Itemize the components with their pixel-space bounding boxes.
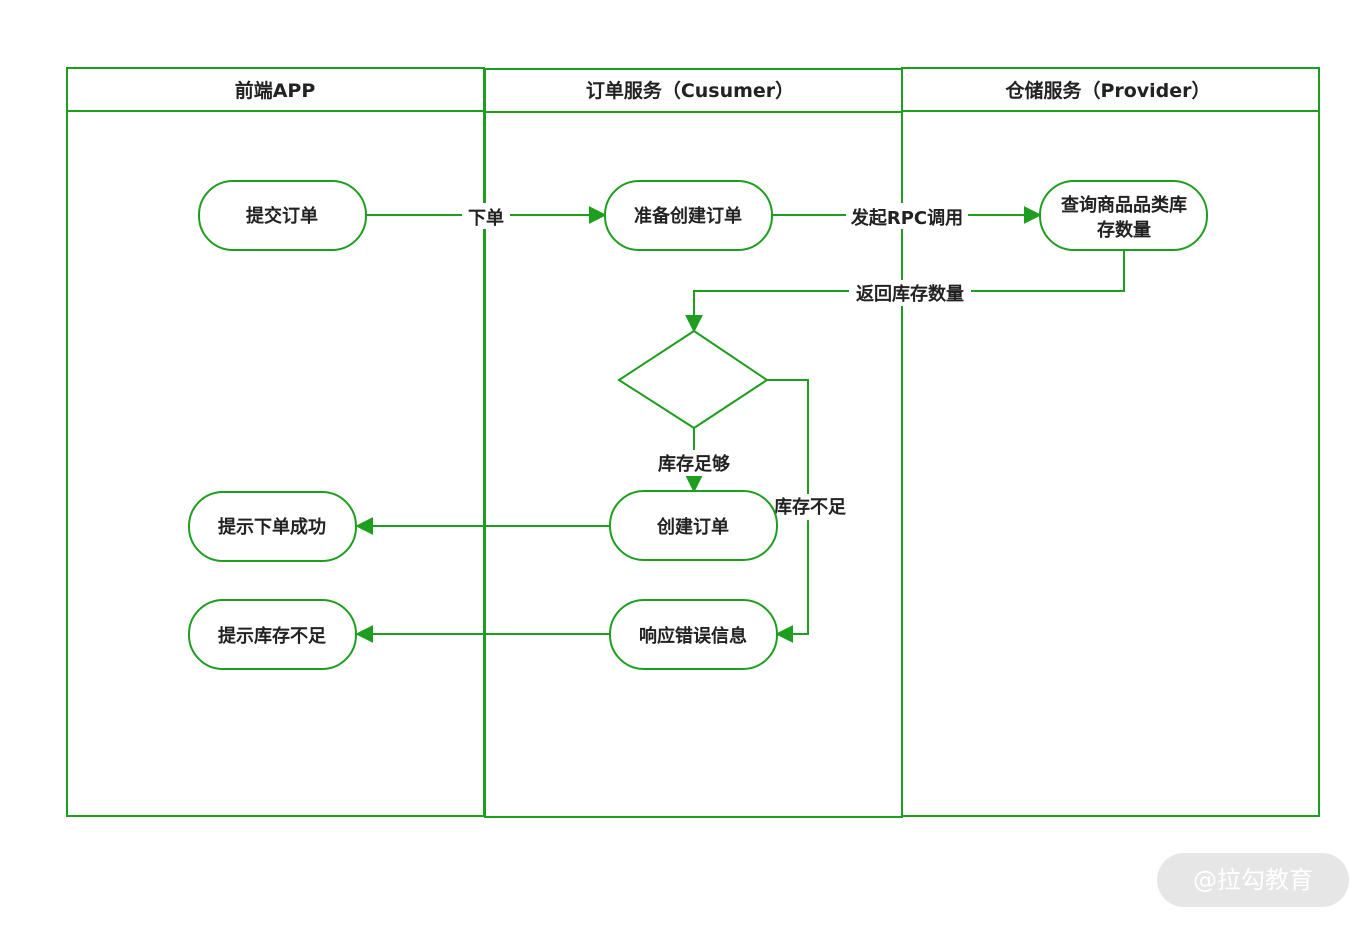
svg-text:提示下单成功: 提示下单成功 xyxy=(218,516,326,538)
svg-text:查询商品品类库: 查询商品品类库 xyxy=(1061,194,1187,216)
edge-label-stock-insufficient: 库存不足 xyxy=(774,496,846,518)
edge-label-stock-enough: 库存足够 xyxy=(658,453,730,475)
node-notify-insufficient: 提示库存不足 xyxy=(188,599,357,670)
node-submit-order: 提交订单 xyxy=(198,180,367,251)
lane-title-frontend-app: 前端APP xyxy=(235,79,316,102)
node-create-order: 创建订单 xyxy=(609,490,778,561)
svg-text:准备创建订单: 准备创建订单 xyxy=(634,205,742,227)
lane-title-order-service: 订单服务（Cusumer） xyxy=(586,79,794,102)
lane-storage-service: 仓储服务（Provider） xyxy=(901,67,1320,817)
edge-label-rpc-call: 发起RPC调用 xyxy=(850,207,963,229)
edge-label-place-order: 下单 xyxy=(468,207,504,229)
svg-text:响应错误信息: 响应错误信息 xyxy=(639,625,747,647)
svg-text:存数量: 存数量 xyxy=(1097,219,1151,241)
decision-stock-check xyxy=(617,329,769,430)
edge-stock-insufficient: 库存不足 xyxy=(767,379,850,643)
lane-title-storage-service: 仓储服务（Provider） xyxy=(1004,79,1210,102)
edge-return-stock: 返回库存数量 xyxy=(685,250,1125,333)
edge-place-order: 下单 xyxy=(366,203,607,229)
edge-rpc-call: 发起RPC调用 xyxy=(772,203,1042,229)
edge-stock-enough: 库存足够 xyxy=(650,428,738,493)
node-prepare-order: 准备创建订单 xyxy=(604,180,773,251)
watermark-badge: @拉勾教育 xyxy=(1157,853,1349,907)
node-query-stock: 查询商品品类库 存数量 xyxy=(1039,180,1208,251)
svg-text:提交订单: 提交订单 xyxy=(246,205,318,227)
node-error-response: 响应错误信息 xyxy=(609,599,778,670)
edge-label-return-stock: 返回库存数量 xyxy=(856,283,964,305)
node-notify-success: 提示下单成功 xyxy=(188,491,357,562)
svg-text:提示库存不足: 提示库存不足 xyxy=(218,625,326,647)
svg-text:创建订单: 创建订单 xyxy=(656,516,729,538)
